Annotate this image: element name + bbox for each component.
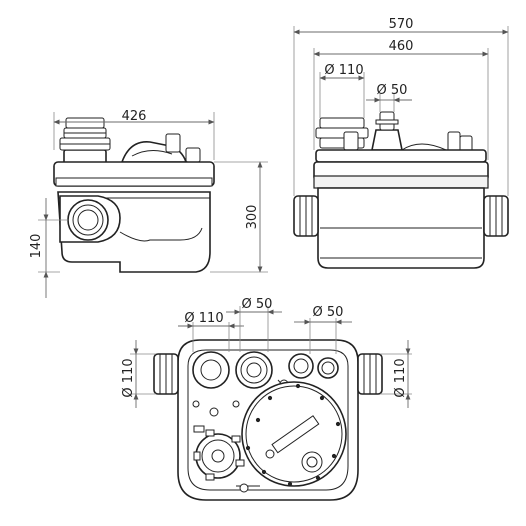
label-inlet-height: 140: [29, 234, 44, 259]
dim-plan-dia-50-a: Ø 50: [226, 297, 282, 352]
side-inlet: [59, 195, 203, 243]
plan-opening-50-center: [235, 351, 273, 389]
label-plan-dia-50-b: Ø 50: [313, 305, 344, 320]
label-top-dia-large: Ø 110: [324, 63, 363, 78]
dim-inner-width: 460: [313, 39, 489, 160]
side-motor-top: [120, 133, 201, 163]
label-plan-left-inlet: Ø 110: [121, 358, 136, 397]
dim-plan-right-inlet: Ø 110: [380, 340, 412, 408]
plan-view: [153, 339, 383, 501]
dim-plan-dia-110: Ø 110: [178, 311, 244, 352]
label-side-width: 426: [122, 109, 147, 124]
label-plan-dia-50-a: Ø 50: [242, 297, 273, 312]
label-plan-dia-110: Ø 110: [184, 311, 223, 326]
dim-plan-dia-50-b: Ø 50: [294, 305, 352, 354]
plan-secondary-gear: [193, 429, 245, 481]
front-left-inlet: [293, 195, 319, 237]
dim-side-width: 426: [53, 109, 215, 160]
label-inner-width: 460: [389, 39, 414, 54]
label-height: 300: [245, 205, 260, 230]
front-view: [293, 111, 509, 269]
front-top-connectors: [315, 111, 473, 155]
dim-overall-width: 570: [293, 17, 509, 196]
dim-top-dia-small: Ø 50: [366, 83, 412, 112]
dim-inlet-height: 140: [29, 198, 68, 298]
dim-top-dia-large: Ø 110: [319, 63, 365, 118]
plan-right-inlet: [357, 353, 383, 395]
side-view: [53, 117, 215, 273]
plan-opening-110: [192, 351, 230, 389]
plan-motor-disc: [241, 381, 347, 487]
plan-left-inlet: [153, 353, 179, 395]
dim-height: 300: [210, 161, 268, 273]
label-plan-right-inlet: Ø 110: [393, 358, 408, 397]
front-right-inlet: [483, 195, 509, 237]
label-top-dia-small: Ø 50: [377, 83, 408, 98]
label-overall-width: 570: [389, 17, 414, 32]
front-lid: [315, 149, 487, 163]
dim-plan-left-inlet: Ø 110: [121, 340, 156, 408]
plan-details: [192, 400, 260, 493]
